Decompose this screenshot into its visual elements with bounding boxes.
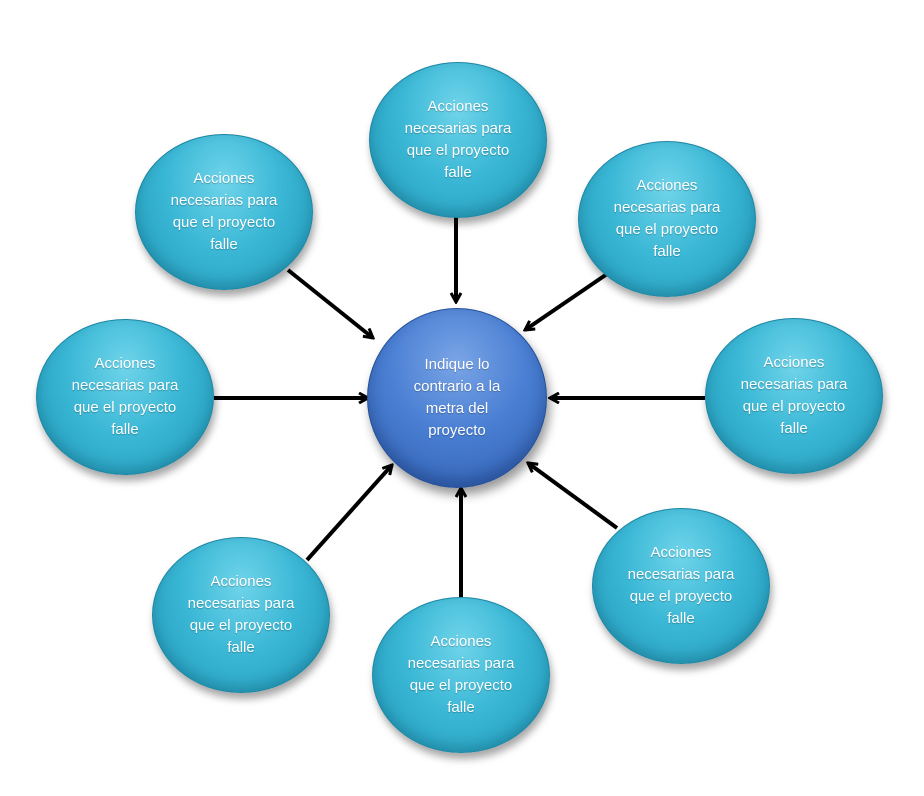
center-node: Indique lo contrario a la metra del proy… <box>367 308 547 488</box>
arrow-bottom-right <box>528 463 619 530</box>
outer-node-label: Acciones necesarias para que el proyecto… <box>627 544 735 627</box>
outer-node-top-left: Acciones necesarias para que el proyecto… <box>135 134 313 290</box>
outer-node-label: Acciones necesarias para que el proyecto… <box>407 633 515 716</box>
outer-node-top-right: Acciones necesarias para que el proyecto… <box>578 141 756 297</box>
outer-node-label: Acciones necesarias para que el proyecto… <box>404 98 512 181</box>
outer-node-bottom: Acciones necesarias para que el proyecto… <box>372 597 550 753</box>
arrow-top-left <box>286 268 373 338</box>
outer-node-top: Acciones necesarias para que el proyecto… <box>369 62 547 218</box>
arrow-top-right <box>525 272 609 330</box>
outer-node-bottom-left: Acciones necesarias para que el proyecto… <box>152 537 330 693</box>
outer-node-right: Acciones necesarias para que el proyecto… <box>705 318 883 474</box>
outer-node-label: Acciones necesarias para que el proyecto… <box>71 355 179 438</box>
center-node-label: Indique lo contrario a la metra del proy… <box>413 356 501 439</box>
outer-node-left: Acciones necesarias para que el proyecto… <box>36 319 214 475</box>
outer-node-label: Acciones necesarias para que el proyecto… <box>187 573 295 656</box>
outer-node-label: Acciones necesarias para que el proyecto… <box>170 170 278 253</box>
outer-node-label: Acciones necesarias para que el proyecto… <box>740 354 848 437</box>
arrow-bottom-left <box>305 465 392 562</box>
outer-node-bottom-right: Acciones necesarias para que el proyecto… <box>592 508 770 664</box>
outer-node-label: Acciones necesarias para que el proyecto… <box>613 177 721 260</box>
